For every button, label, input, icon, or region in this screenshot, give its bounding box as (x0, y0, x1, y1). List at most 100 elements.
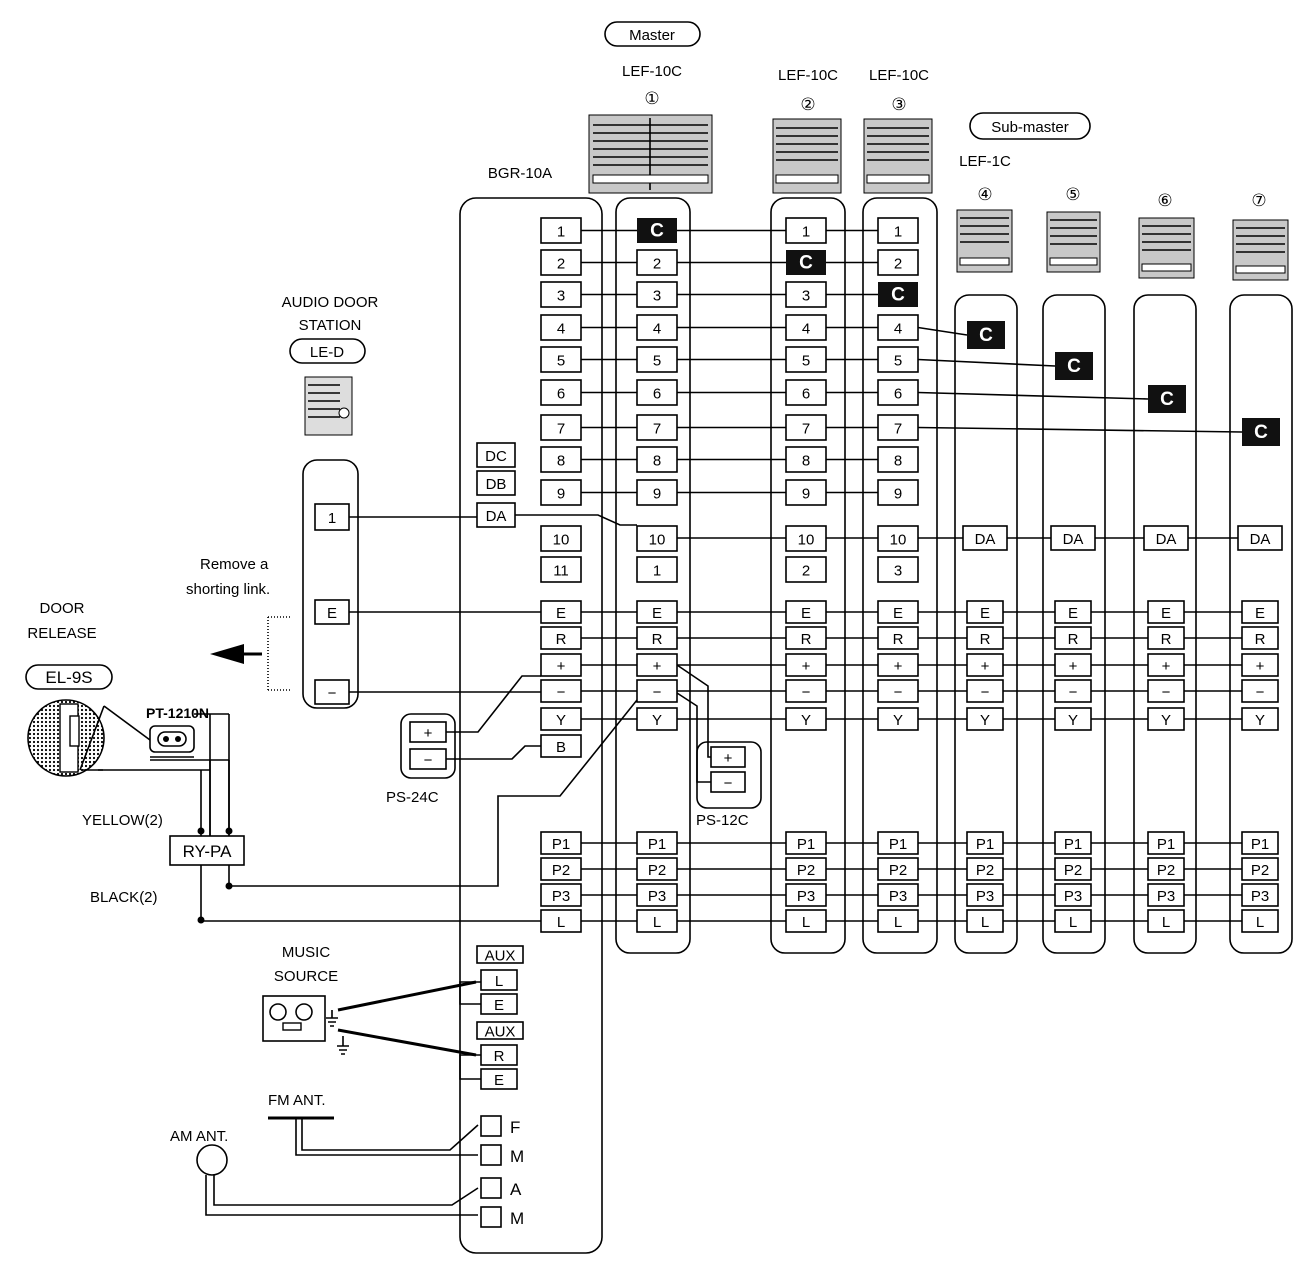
station-5-bus-0: E (1054, 600, 1092, 624)
am-antenna-icon (196, 1144, 479, 1216)
station-3-terminal-1: 1 (877, 217, 919, 244)
svg-text:P1: P1 (1064, 836, 1082, 853)
station-5-bus-4: Y (1054, 707, 1092, 731)
station-4-page-1: P2 (966, 857, 1004, 881)
station-5-bus-1: R (1054, 626, 1092, 650)
station-1-model: LEF-10C (622, 63, 682, 80)
svg-text:B: B (556, 739, 566, 756)
station-1-bus-3: − (636, 679, 678, 703)
sub-unit-7-image (1232, 219, 1289, 281)
music-source (196, 980, 479, 1216)
station-pictures (588, 114, 1289, 281)
station-1-terminal-9: 9 (636, 479, 678, 506)
svg-text:E: E (801, 605, 811, 622)
bgr-terminal-page-2: P3 (540, 883, 582, 907)
black-label: BLACK(2) (90, 889, 158, 906)
svg-text:10: 10 (798, 532, 815, 549)
svg-text:Y: Y (1255, 712, 1265, 729)
station-2-page-2: P3 (785, 883, 827, 907)
sub-unit-4-image (956, 209, 1013, 273)
svg-text:E: E (327, 605, 337, 622)
svg-text:1: 1 (557, 224, 565, 241)
svg-text:E: E (556, 605, 566, 622)
svg-text:M: M (510, 1209, 524, 1228)
station-4-bus-3: − (966, 679, 1004, 703)
svg-text:+: + (1256, 658, 1265, 675)
master-unit-2-image (772, 118, 842, 194)
svg-text:C: C (891, 285, 905, 306)
station-2-enclosure (770, 197, 846, 954)
svg-text:E: E (1255, 605, 1265, 622)
svg-text:R: R (1068, 631, 1079, 648)
station-7-bus-4: Y (1241, 707, 1279, 731)
svg-text:P3: P3 (1157, 888, 1175, 905)
svg-text:L: L (1162, 914, 1170, 931)
antenna-terminal-2: A (480, 1177, 522, 1199)
svg-text:P3: P3 (889, 888, 907, 905)
svg-text:Y: Y (1068, 712, 1078, 729)
svg-text:−: − (802, 684, 811, 701)
station-5-page-1: P2 (1054, 857, 1092, 881)
svg-text:P3: P3 (648, 888, 666, 905)
door-station-terminal-1: 1 (314, 503, 350, 531)
svg-text:2: 2 (653, 256, 661, 273)
station-3-number: ③ (891, 95, 906, 114)
svg-text:P1: P1 (552, 836, 570, 853)
station-7-page-1: P2 (1241, 857, 1279, 881)
svg-text:E: E (1068, 605, 1078, 622)
svg-text:6: 6 (894, 386, 902, 403)
svg-text:E: E (494, 1072, 504, 1089)
station-5-enclosure (1042, 294, 1106, 954)
station-4-page-2: P3 (966, 883, 1004, 907)
station-2-page-3: L (785, 909, 827, 933)
station-3-enclosure (862, 197, 938, 954)
svg-text:−: − (557, 684, 566, 701)
station-1-enclosure (615, 197, 691, 954)
station-1-terminal-3: 3 (636, 281, 678, 308)
station-7-number: ⑦ (1251, 191, 1266, 210)
svg-text:5: 5 (802, 353, 810, 370)
station-1-terminal-2: 2 (636, 249, 678, 276)
station-1-terminal-6: 6 (636, 379, 678, 406)
station-3-page-3: L (877, 909, 919, 933)
svg-text:6: 6 (653, 386, 661, 403)
station-4-bus-1: R (966, 626, 1004, 650)
svg-text:C: C (1160, 389, 1174, 410)
svg-text:L: L (495, 973, 503, 990)
svg-text:5: 5 (653, 353, 661, 370)
station-6-page-2: P3 (1147, 883, 1185, 907)
station-6-enclosure (1133, 294, 1197, 954)
station-3-page-2: P3 (877, 883, 919, 907)
station-3-bus-4: Y (877, 707, 919, 731)
station-2-bus-2: + (785, 653, 827, 677)
station-3-bus-1: R (877, 626, 919, 650)
terminals: 1234567891011DCDBDAER+−YBP1P2P3LAUXLEAUX… (314, 217, 1283, 1228)
svg-text:P2: P2 (1064, 862, 1082, 879)
master-unit-1-image (588, 114, 713, 194)
svg-text:R: R (893, 631, 904, 648)
svg-text:−: − (1162, 684, 1171, 701)
station-5-page-2: P3 (1054, 883, 1092, 907)
station-4-bus-2: + (966, 653, 1004, 677)
station-6-page-0: P1 (1147, 831, 1185, 855)
station-5-number: ⑤ (1065, 185, 1080, 204)
station-3-terminal-2: 2 (877, 249, 919, 276)
svg-text:P2: P2 (648, 862, 666, 879)
svg-text:F: F (510, 1118, 520, 1137)
svg-text:C: C (1067, 356, 1081, 377)
svg-text:−: − (328, 685, 337, 702)
door-station-enclosure (302, 459, 359, 709)
ps-12c-minus: − (710, 771, 746, 793)
pt-1210n-icon (149, 725, 195, 753)
station-1-terminal-8: 8 (636, 446, 678, 473)
bgr-terminal-8: 8 (540, 446, 582, 473)
station-5-c-terminal: C (1055, 352, 1093, 380)
aux-label-1: AUX (476, 945, 524, 965)
svg-text:DA: DA (486, 508, 507, 525)
svg-text:+: + (981, 658, 990, 675)
station-7-c-terminal: C (1242, 418, 1280, 446)
svg-text:E: E (893, 605, 903, 622)
station-6-c-terminal: C (1148, 385, 1186, 413)
svg-text:L: L (802, 914, 810, 931)
svg-text:DA: DA (1250, 531, 1271, 548)
